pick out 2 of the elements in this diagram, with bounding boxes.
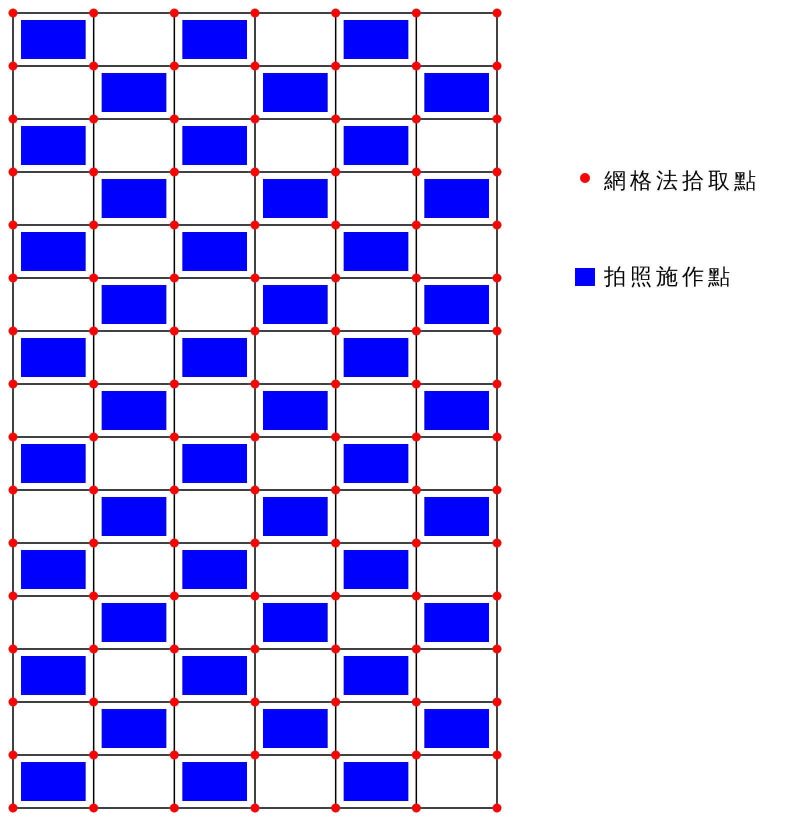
legend-label: 網格法拾取點 xyxy=(604,168,760,196)
legend-label: 拍照施作點 xyxy=(604,264,734,292)
